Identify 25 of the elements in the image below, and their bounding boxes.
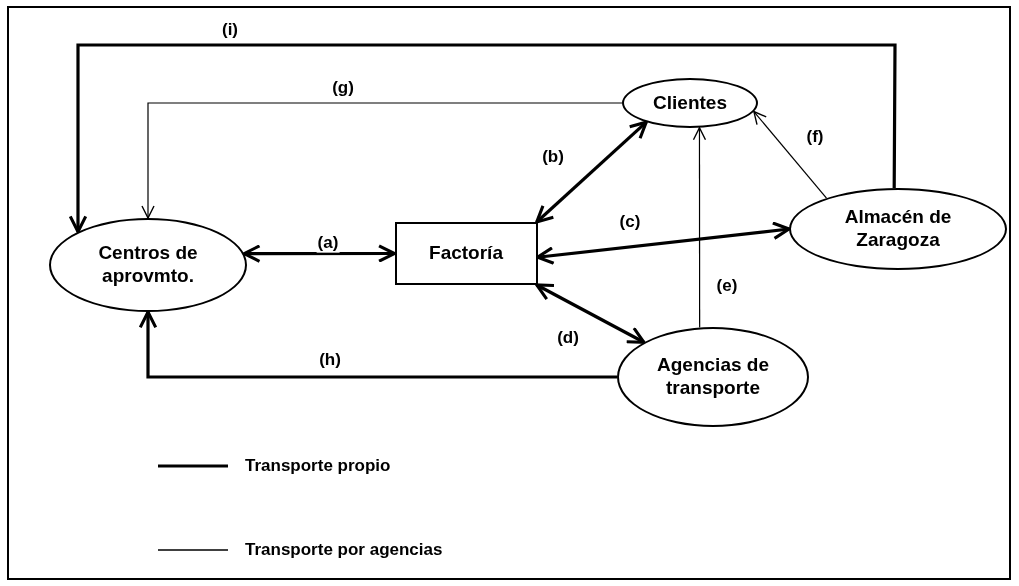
node-label: Clientes: [653, 91, 727, 115]
node-label: Factoría: [429, 242, 503, 265]
edge-label: (e): [715, 276, 739, 296]
arrow: [535, 283, 646, 344]
arrow: [692, 127, 707, 329]
edge-label: (d): [556, 328, 580, 348]
edge-label: (g): [331, 78, 355, 98]
legend-text: Transporte por agencias: [245, 540, 443, 560]
arrow: [753, 110, 828, 199]
arrow: [141, 102, 623, 219]
edge-label: (a): [316, 233, 340, 253]
edge-label: (f): [805, 127, 825, 147]
edge-label: (i): [221, 20, 239, 40]
edge-label: (h): [318, 350, 342, 370]
edge-label: (b): [541, 147, 565, 167]
ellipse-node: [622, 78, 758, 128]
node-label: Almacén de Zaragoza: [843, 206, 953, 252]
process-box: [394, 222, 538, 285]
arrow: [68, 43, 897, 234]
node-label: Agencias de transporte: [656, 354, 770, 400]
arrow: [138, 310, 617, 379]
edge-label: (c): [618, 212, 642, 232]
legend-text: Transporte propio: [245, 456, 391, 476]
arrow: [535, 120, 648, 224]
node-label: Centros de aprovmto.: [97, 242, 199, 288]
